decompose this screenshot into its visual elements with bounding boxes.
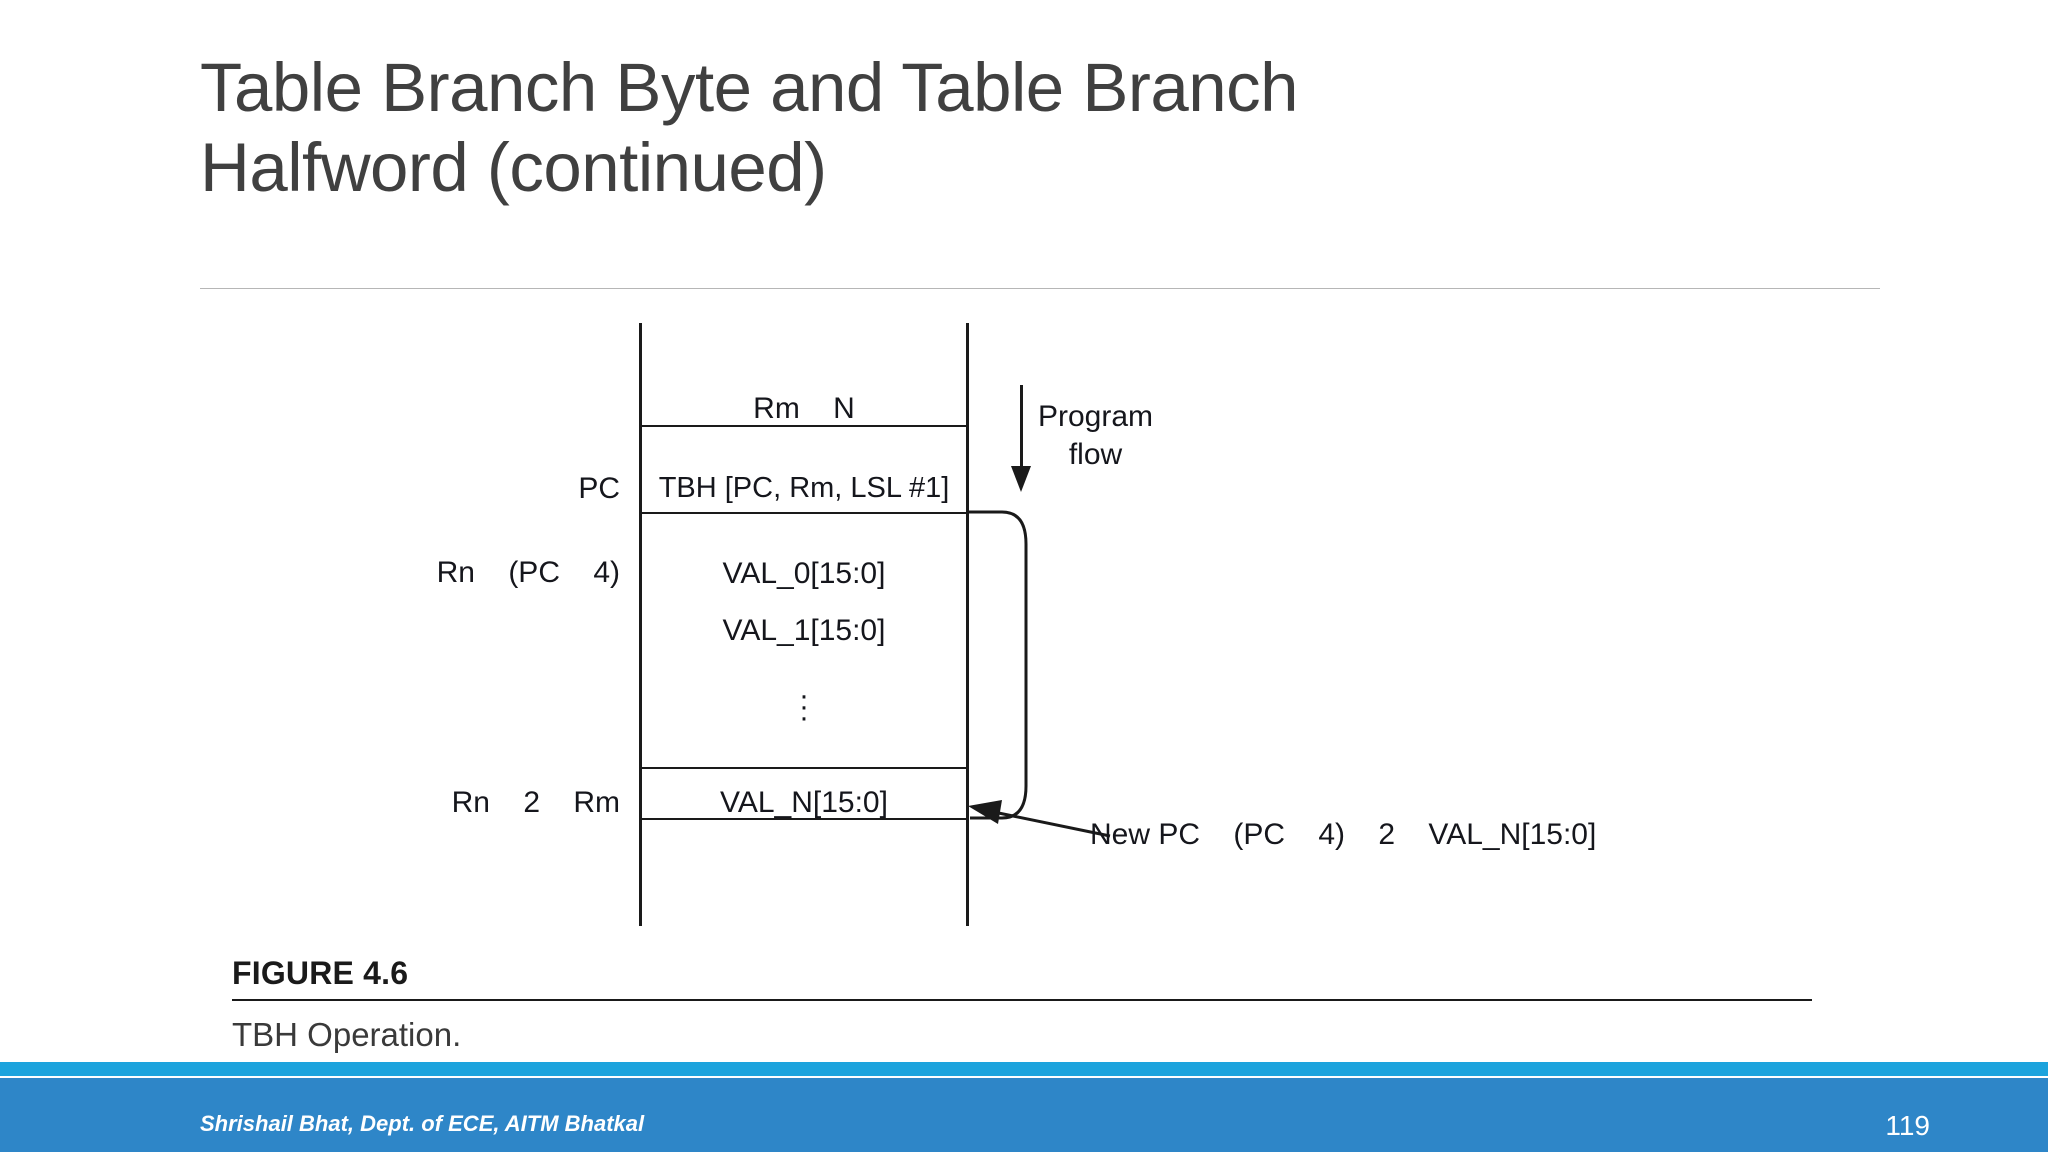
title-divider	[200, 288, 1880, 289]
new-pc-arrow-icon	[968, 800, 1111, 838]
table-cell-val-1: VAL_1[15:0]	[722, 614, 886, 647]
footer-page-number: 119	[1885, 1110, 1930, 1141]
table-divider-2	[639, 512, 969, 514]
table-divider-3	[639, 767, 969, 769]
table-divider-4	[639, 818, 969, 820]
page-title: Table Branch Byte and Table Branch Halfw…	[200, 49, 1298, 207]
label-pc: PC	[578, 472, 620, 505]
table-cell-rm-n: Rm N	[753, 392, 855, 425]
figure-tbh-operation: Rm N TBH [PC, Rm, LSL #1] VAL_0[15:0] VA…	[436, 323, 1597, 926]
arrow-down-icon	[1011, 466, 1031, 492]
table-left-border	[639, 323, 642, 926]
label-rn-pc-plus-4: Rn (PC 4)	[436, 556, 620, 589]
label-rn-2-rm: Rn 2 Rm	[451, 786, 620, 819]
footer-author-text: Shrishail Bhat, Dept. of ECE, AITM Bhatk…	[200, 1111, 645, 1136]
table-cell-val-0: VAL_0[15:0]	[722, 557, 886, 590]
footer-accent-strip	[0, 1062, 2048, 1076]
table-right-border	[966, 323, 969, 926]
figure-caption-subtitle: TBH Operation.	[232, 1016, 462, 1053]
figure-caption-title: FIGURE 4.6	[232, 955, 409, 991]
vertical-ellipsis-icon: ···	[799, 679, 809, 734]
program-flow-arrow-line	[1020, 385, 1023, 471]
new-pc-equation: New PC (PC 4) 2 VAL_N[15:0]	[1090, 818, 1597, 851]
footer-bar	[0, 1078, 2048, 1152]
figure-caption-rule	[232, 999, 1812, 1001]
program-flow-label: Program flow	[1038, 400, 1154, 472]
table-cell-val-n: VAL_N[15:0]	[720, 786, 888, 819]
table-divider-1	[639, 425, 969, 427]
table-cell-tbh-instruction: TBH [PC, Rm, LSL #1]	[658, 472, 950, 504]
